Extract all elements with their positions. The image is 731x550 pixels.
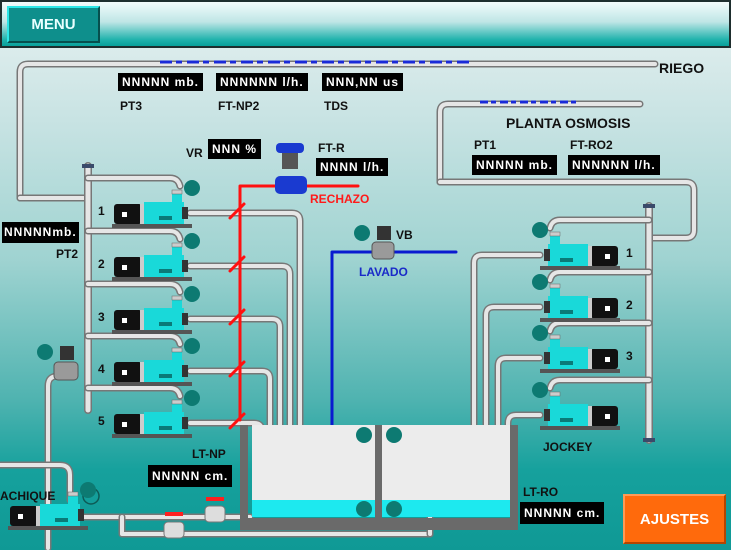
menu-button[interactable]: MENU <box>7 6 100 43</box>
valve-vb <box>354 225 395 260</box>
ft-np2-label: FT-NP2 <box>218 99 260 113</box>
ft-r-label: FT-R <box>318 141 345 155</box>
ft-ro2-display: NNNNNN l/h. <box>568 155 660 175</box>
pump-left-5[interactable] <box>112 390 200 438</box>
pump-left-number: 1 <box>98 204 105 218</box>
lt-ro-display: NNNNN cm. <box>520 502 605 524</box>
pt2-label: PT2 <box>56 247 79 261</box>
pump-left-number: 3 <box>98 310 105 324</box>
pump-status-indicator <box>184 286 200 302</box>
valve-drain <box>37 344 79 381</box>
pump-left-1[interactable] <box>112 180 200 228</box>
jockey-label: JOCKEY <box>543 440 593 454</box>
pump-status-indicator <box>532 274 548 290</box>
planta-osmosis-title: PLANTA OSMOSIS <box>506 115 631 131</box>
control-valve-vr <box>275 143 307 194</box>
pump-left-number: 4 <box>98 362 105 376</box>
manual-valve-2 <box>204 497 226 523</box>
rechazo-branch <box>228 202 246 220</box>
pump-right-3[interactable] <box>532 325 620 373</box>
lt-np-label: LT-NP <box>192 447 226 461</box>
pump-status-indicator <box>80 482 96 498</box>
top-bar: MENU <box>0 0 731 48</box>
ft-np2-display: NNNNNN l/h. <box>216 73 308 91</box>
pump-right-4[interactable] <box>532 382 620 430</box>
pt1-display: NNNNN mb. <box>472 155 557 175</box>
pump-right-1[interactable] <box>532 222 620 270</box>
achique-label: ACHIQUE <box>0 489 56 503</box>
tds-label: TDS <box>324 99 348 113</box>
riego-label: RIEGO <box>659 60 705 76</box>
tank <box>240 425 518 530</box>
ajustes-button[interactable]: AJUSTES <box>623 494 726 544</box>
pt3-display: NNNNN mb. <box>118 73 203 91</box>
vr-label: VR <box>186 146 203 160</box>
vb-label: VB <box>396 228 413 242</box>
lt-ro-label: LT-RO <box>523 485 559 499</box>
pump-right-number: 3 <box>626 349 633 363</box>
rechazo-label: RECHAZO <box>310 192 370 206</box>
pump-status-indicator <box>532 325 548 341</box>
rechazo-branch <box>228 412 246 430</box>
pump-left-2[interactable] <box>112 233 200 281</box>
pt2-display: NNNNNmb. <box>2 222 79 243</box>
pump-left-number: 5 <box>98 414 105 428</box>
pump-left-3[interactable] <box>112 286 200 334</box>
pt3-label: PT3 <box>120 99 143 113</box>
pt1-label: PT1 <box>474 138 497 152</box>
lavado-line <box>330 250 458 472</box>
pump-status-indicator <box>184 390 200 406</box>
pump-left-number: 2 <box>98 257 105 271</box>
lt-np-display: NNNNN cm. <box>148 465 233 487</box>
pump-achique[interactable] <box>8 482 96 530</box>
lavado-label: LAVADO <box>359 265 408 279</box>
rechazo-line <box>238 184 360 422</box>
pump-status-indicator <box>184 180 200 196</box>
pump-left-4[interactable] <box>112 338 200 386</box>
vr-display: NNN % <box>208 139 262 159</box>
rechazo-branch <box>228 255 246 273</box>
manual-valve-1 <box>163 512 185 539</box>
pump-right-number: 2 <box>626 298 633 312</box>
pump-status-indicator <box>532 222 548 238</box>
rechazo-branch <box>228 360 246 378</box>
pump-status-indicator <box>184 338 200 354</box>
pump-right-2[interactable] <box>532 274 620 322</box>
pump-status-indicator <box>184 233 200 249</box>
ft-r-display: NNNN l/h. <box>316 158 389 176</box>
rechazo-branch <box>228 308 246 326</box>
pump-status-indicator <box>532 382 548 398</box>
ft-ro2-label: FT-RO2 <box>570 138 613 152</box>
pump-right-number: 1 <box>626 246 633 260</box>
tds-display: NNN,NN us <box>322 73 404 91</box>
